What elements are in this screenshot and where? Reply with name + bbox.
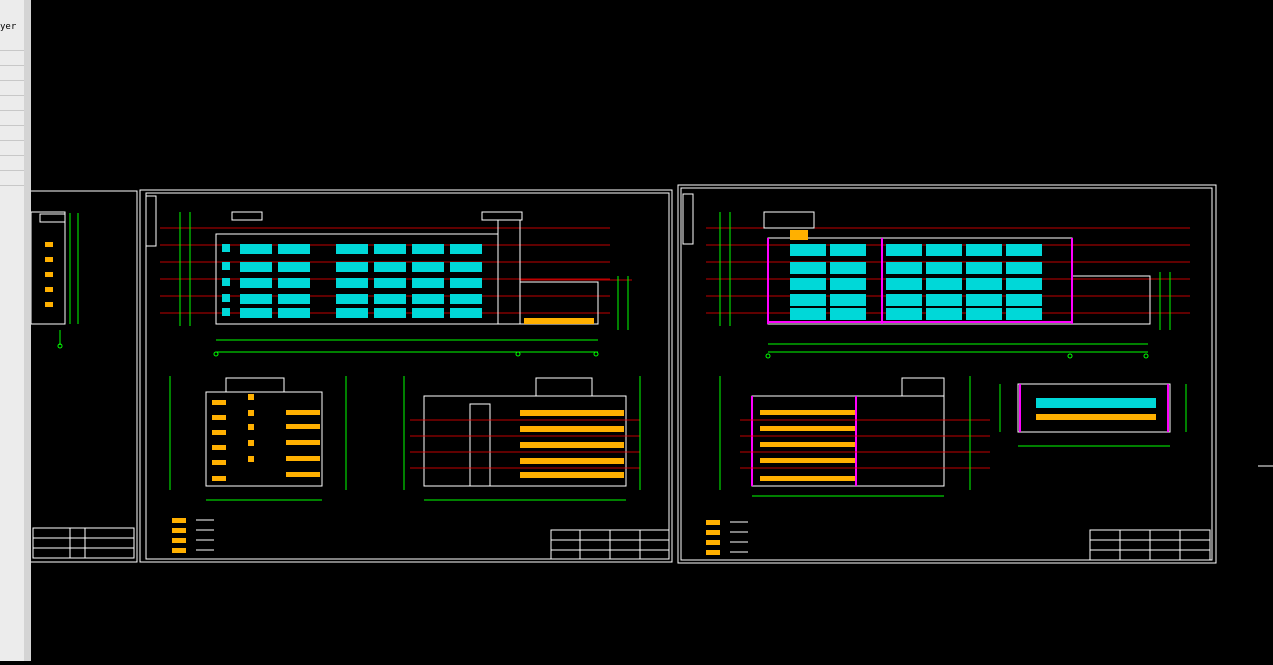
building-section-a: [706, 211, 1190, 359]
layer-row[interactable]: [0, 141, 24, 156]
building-section-c: [999, 383, 1187, 447]
sheet-2-legend: [172, 518, 214, 553]
rear-elevation: [403, 376, 641, 501]
sheet-3-legend: [706, 520, 748, 555]
layer-row[interactable]: [0, 156, 24, 171]
drawing-sheet-2: [139, 189, 673, 563]
side-elevation: [169, 376, 347, 501]
layer-row[interactable]: [0, 51, 24, 66]
layer-row[interactable]: [0, 126, 24, 141]
layer-panel[interactable]: yer: [0, 0, 25, 661]
sheet-1-dimensions: [57, 213, 79, 349]
layer-row[interactable]: [0, 171, 24, 186]
cad-drawing: [19, 184, 1273, 564]
layer-row[interactable]: [0, 66, 24, 81]
layer-row[interactable]: [0, 111, 24, 126]
panel-scrollbar[interactable]: [24, 0, 31, 661]
sheet-1-floor-fills: [45, 242, 53, 307]
drawing-canvas[interactable]: [19, 0, 1273, 661]
layer-row[interactable]: [0, 81, 24, 96]
layer-row[interactable]: [0, 96, 24, 111]
layer-row[interactable]: [0, 36, 24, 51]
layer-panel-label: yer: [0, 22, 17, 32]
front-elevation: [160, 211, 632, 357]
drawing-sheet-3: [677, 184, 1217, 564]
building-section-b: [719, 376, 990, 497]
